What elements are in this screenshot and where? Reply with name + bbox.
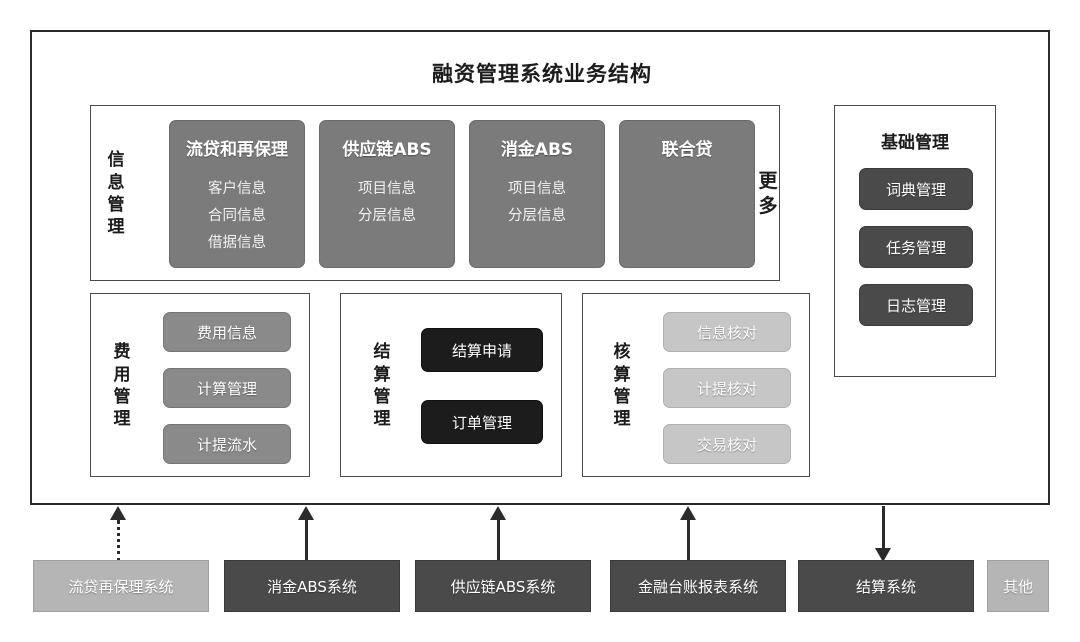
- button-transaction-reconciliation[interactable]: 交易核对: [663, 424, 791, 464]
- connector-arrow-down-icon: [875, 548, 891, 562]
- button-log-management[interactable]: 日志管理: [859, 284, 973, 326]
- label-char: 管: [113, 387, 131, 407]
- label-char: 费: [113, 342, 131, 363]
- label-char: 管: [107, 195, 125, 215]
- connector-line-dotted: [117, 520, 120, 562]
- tile-item: 客户信息: [208, 181, 266, 197]
- label-char: 算: [373, 364, 391, 385]
- tile-item: 项目信息: [358, 181, 416, 197]
- label-char: 核: [613, 342, 631, 363]
- connector-arrow-up-icon: [490, 506, 506, 520]
- tile-item: 分层信息: [358, 207, 416, 224]
- button-info-reconciliation[interactable]: 信息核对: [663, 312, 791, 352]
- tile-supply-chain-abs[interactable]: 供应链ABS 项目信息 分层信息: [319, 120, 455, 268]
- button-order-management[interactable]: 订单管理: [421, 400, 543, 444]
- button-fee-info[interactable]: 费用信息: [163, 312, 291, 352]
- label-char: 息: [107, 172, 125, 193]
- tile-joint-loan[interactable]: 联合贷: [619, 120, 755, 268]
- group-panel-info-management: 信 息 管 理 流贷和再保理 客户信息 合同信息 借据信息 供应链ABS 项目信…: [90, 105, 780, 281]
- label-char: 理: [107, 217, 125, 238]
- button-accrual-reconciliation[interactable]: 计提核对: [663, 368, 791, 408]
- connector-line-solid: [305, 520, 308, 562]
- connector-line-solid: [497, 520, 500, 562]
- tile-title: 流贷和再保理: [186, 140, 288, 160]
- external-system-liudai-zaibaoli[interactable]: 流贷再保理系统: [33, 560, 209, 612]
- system-boundary-frame: 融资管理系统业务结构 信 息 管 理 流贷和再保理 客户信息 合同信息 借据信息…: [30, 30, 1050, 505]
- label-char: 理: [113, 409, 131, 430]
- button-settlement-application[interactable]: 结算申请: [421, 328, 543, 372]
- label-char: 管: [373, 387, 391, 407]
- tile-item: 合同信息: [208, 207, 266, 224]
- group-panel-accounting-management: 核 算 管 理 信息核对 计提核对 交易核对: [582, 293, 810, 477]
- more-label[interactable]: 更 多: [755, 106, 781, 282]
- label-char: 算: [613, 364, 631, 385]
- tile-title: 消金ABS: [500, 140, 574, 160]
- button-dictionary-management[interactable]: 词典管理: [859, 168, 973, 210]
- external-system-consumer-finance-abs[interactable]: 消金ABS系统: [224, 560, 400, 612]
- group-label-accounting-management: 核 算 管 理: [605, 294, 639, 478]
- label-char: 用: [113, 364, 131, 385]
- connector-arrow-up-icon: [298, 506, 314, 520]
- button-task-management[interactable]: 任务管理: [859, 226, 973, 268]
- label-char: 管: [613, 387, 631, 407]
- external-system-financial-ledger-report[interactable]: 金融台账报表系统: [610, 560, 786, 612]
- label-char: 多: [758, 195, 778, 217]
- group-label-fee-management: 费 用 管 理: [105, 294, 139, 478]
- group-panel-basic-management: 基础管理 词典管理 任务管理 日志管理: [834, 105, 996, 377]
- external-system-supply-chain-abs[interactable]: 供应链ABS系统: [415, 560, 591, 612]
- group-panel-fee-management: 费 用 管 理 费用信息 计算管理 计提流水: [90, 293, 310, 477]
- tile-title: 联合贷: [661, 140, 713, 160]
- group-label-info-management: 信 息 管 理: [99, 106, 133, 282]
- tile-title: 供应链ABS: [342, 140, 432, 160]
- tile-item: 借据信息: [208, 234, 266, 251]
- tile-item: 项目信息: [508, 181, 566, 197]
- page-title: 融资管理系统业务结构: [432, 62, 652, 86]
- tile-item: 分层信息: [508, 207, 566, 224]
- label-char: 理: [613, 409, 631, 430]
- label-char: 理: [373, 409, 391, 430]
- button-accrual-flow[interactable]: 计提流水: [163, 424, 291, 464]
- connector-line-solid: [882, 506, 885, 548]
- button-calculation-management[interactable]: 计算管理: [163, 368, 291, 408]
- group-label-settlement-management: 结 算 管 理: [365, 294, 399, 478]
- tile-consumer-finance-abs[interactable]: 消金ABS 项目信息 分层信息: [469, 120, 605, 268]
- label-char: 更: [758, 170, 778, 193]
- connector-line-solid: [687, 520, 690, 562]
- external-system-settlement[interactable]: 结算系统: [798, 560, 974, 612]
- label-char: 信: [107, 150, 125, 171]
- tile-liudai-zaibaoli[interactable]: 流贷和再保理 客户信息 合同信息 借据信息: [169, 120, 305, 268]
- group-panel-settlement-management: 结 算 管 理 结算申请 订单管理: [340, 293, 562, 477]
- connector-arrow-up-icon: [110, 506, 126, 520]
- group-label-basic-management: 基础管理: [881, 133, 949, 153]
- external-system-other[interactable]: 其他: [987, 560, 1049, 612]
- label-char: 结: [373, 342, 391, 363]
- connector-arrow-up-icon: [680, 506, 696, 520]
